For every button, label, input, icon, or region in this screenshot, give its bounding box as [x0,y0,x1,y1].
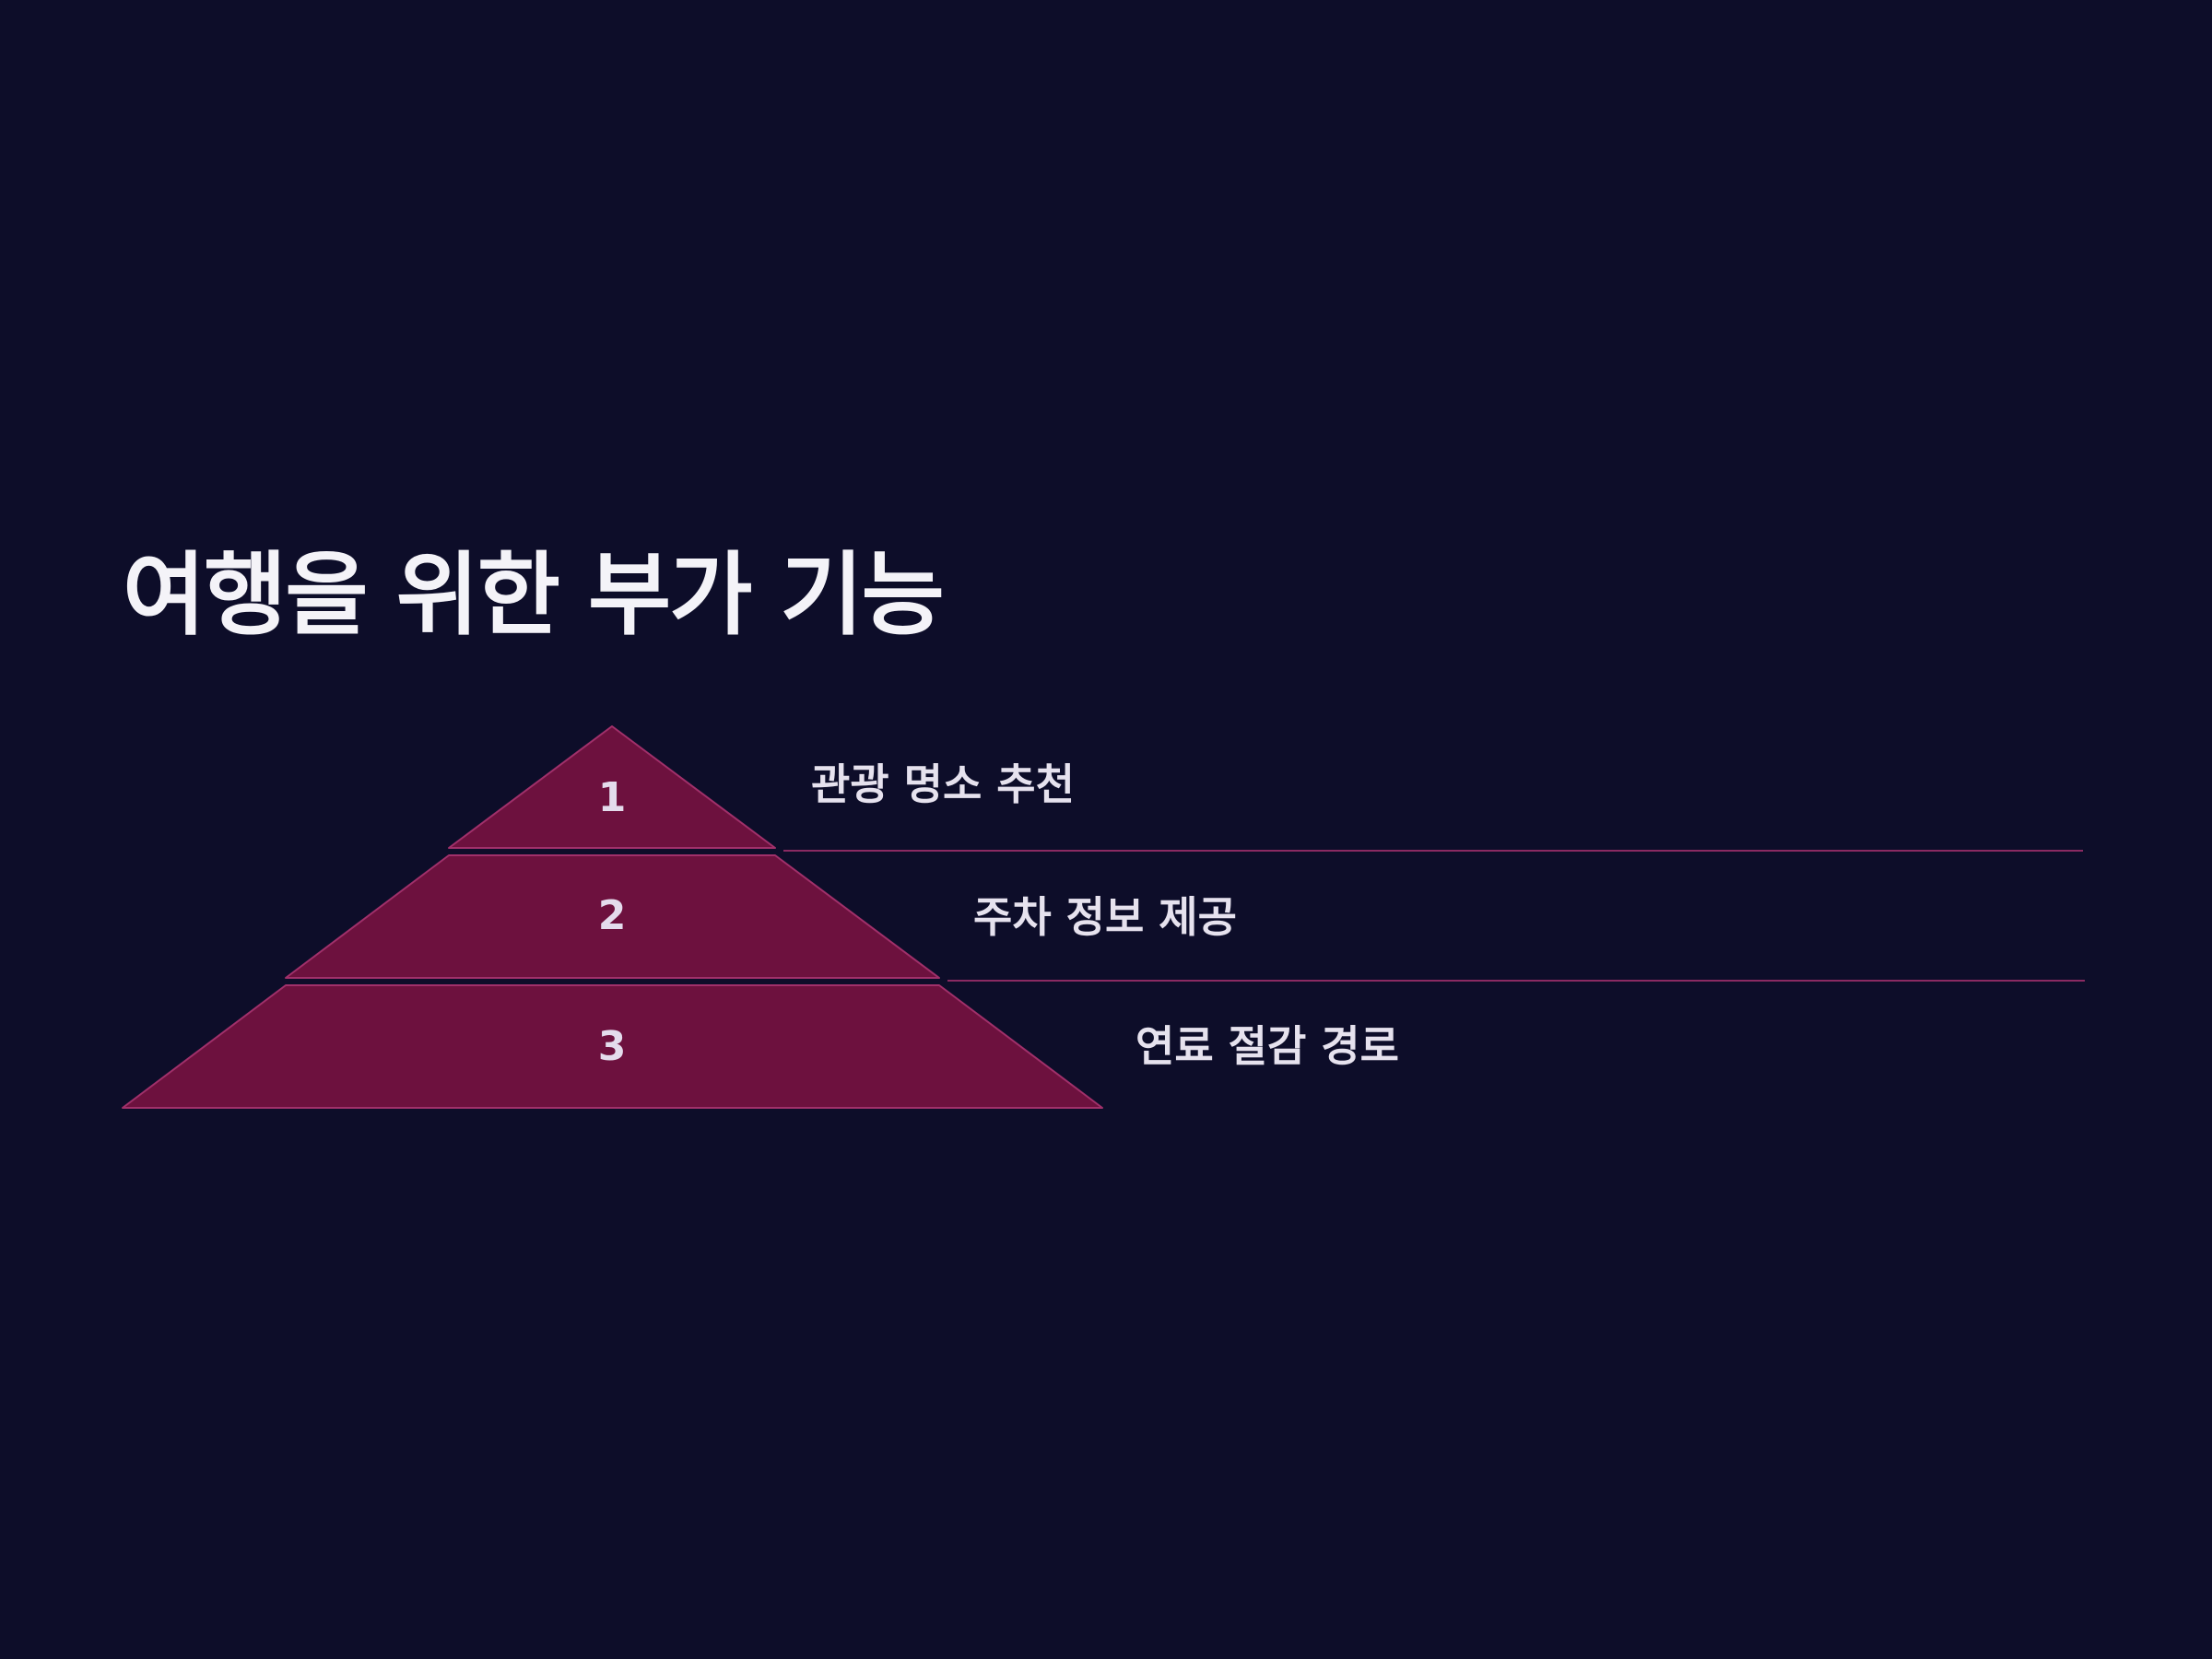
tier-label-3: 연료 절감 경로 [1135,1021,1399,1071]
pyramid-tier-2 [285,854,940,979]
tier-number-1: 1 [598,774,627,821]
tier-number-2: 2 [598,892,627,939]
tier-label-1: 관광 명소 추천 [811,759,1075,809]
pyramid-tier-3 [122,984,1103,1109]
tier-number-3: 3 [598,1023,627,1070]
tier-label-2: 주차 정보 제공 [973,892,1237,942]
pyramid-tier-1 [448,725,776,849]
page-title: 여행을 위한 부가 기능 [123,543,945,648]
